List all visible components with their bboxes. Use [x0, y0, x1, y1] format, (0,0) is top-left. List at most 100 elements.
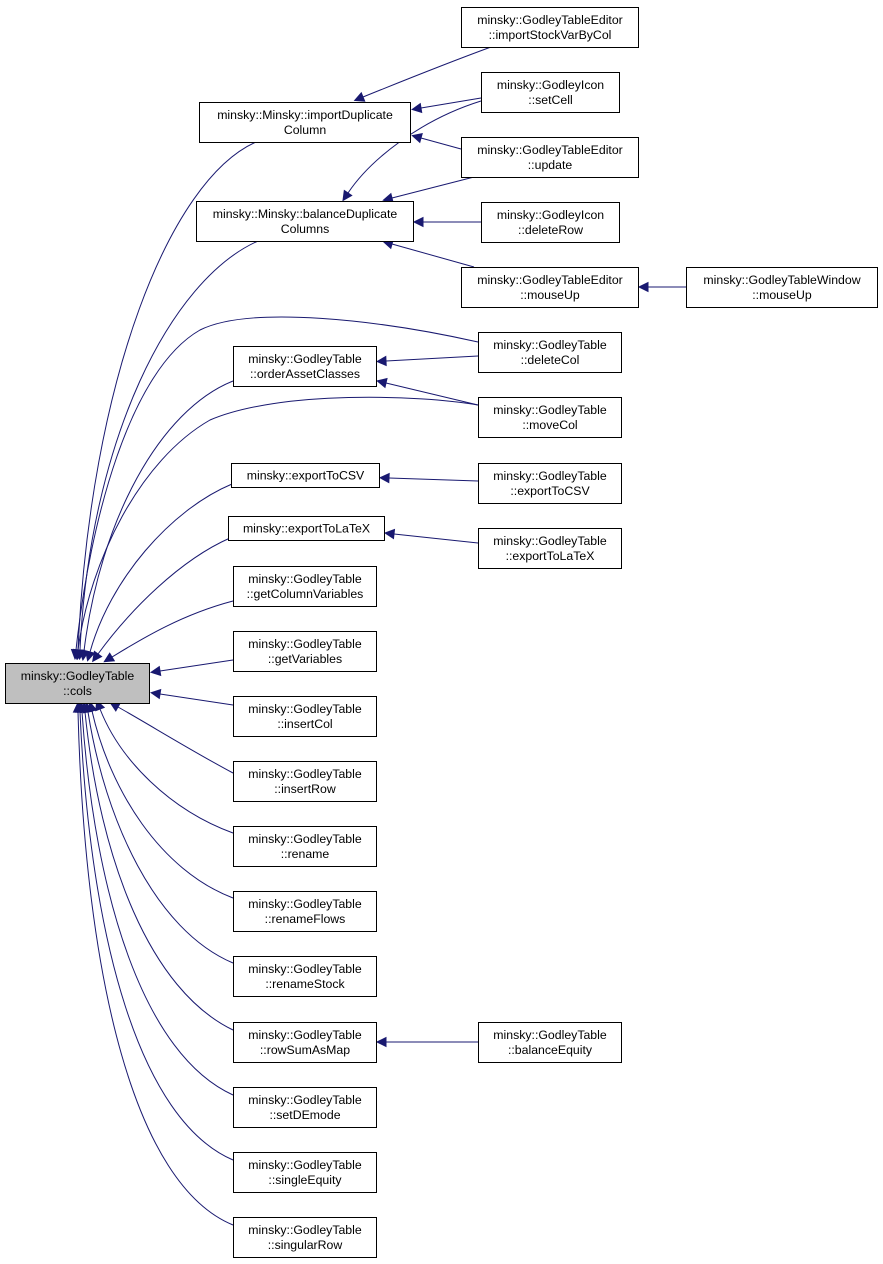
node-gtMoveCol[interactable]: minsky::GodleyTable::moveCol	[478, 397, 622, 438]
node-box[interactable]	[478, 463, 622, 504]
node-label-line: minsky::GodleyTableWindow	[703, 273, 860, 287]
node-insertCol[interactable]: minsky::GodleyTable::insertCol	[233, 696, 377, 737]
edge-exportToCSV-to-cols	[85, 483, 233, 662]
edge-insertCol-to-cols	[149, 688, 234, 706]
edge-line	[77, 396, 479, 651]
node-box[interactable]	[233, 631, 377, 672]
node-box[interactable]	[478, 528, 622, 569]
node-getColumnVariables[interactable]: minsky::GodleyTable::getColumnVariables	[233, 566, 377, 607]
edge-gteImportStockVarByCol-to-importDuplicateColumn	[353, 46, 492, 102]
node-giDeleteRow[interactable]: minsky::GodleyIcon::deleteRow	[481, 202, 620, 243]
node-cols[interactable]: minsky::GodleyTable::cols	[5, 663, 150, 704]
node-box[interactable]	[478, 1022, 622, 1063]
node-box[interactable]	[233, 346, 377, 387]
node-label-line: minsky::Minsky::importDuplicate	[217, 108, 393, 122]
node-label-line: ::update	[528, 158, 573, 172]
node-label-line: ::mouseUp	[752, 288, 812, 302]
node-label-line: minsky::GodleyIcon	[497, 208, 604, 222]
edge-gtwMouseUp-to-gteMouseUp	[637, 281, 686, 293]
edge-gtExportToLaTeX-to-exportToLaTeX	[383, 528, 479, 544]
function-nodes: minsky::GodleyTable::cols minsky::Minsky:…	[5, 7, 878, 1258]
node-label-line: minsky::GodleyTable	[248, 962, 362, 976]
node-renameStock[interactable]: minsky::GodleyTable::renameStock	[233, 956, 377, 997]
node-orderAssetClasses[interactable]: minsky::GodleyTable::orderAssetClasses	[233, 346, 377, 387]
node-rowSumAsMap[interactable]: minsky::GodleyTable::rowSumAsMap	[233, 1022, 377, 1063]
node-exportToLaTeX[interactable]: minsky::exportToLaTeX	[228, 516, 385, 541]
node-box[interactable]	[461, 267, 639, 308]
edge-gteUpdate-to-importDuplicateColumn	[411, 133, 462, 150]
node-giSetCell[interactable]: minsky::GodleyIcon::setCell	[481, 72, 620, 113]
edge-line	[97, 537, 231, 655]
node-box[interactable]	[478, 397, 622, 438]
node-setDEmode[interactable]: minsky::GodleyTable::setDEmode	[233, 1087, 377, 1128]
node-label-line: ::cols	[63, 684, 92, 698]
node-box[interactable]	[233, 956, 377, 997]
node-label-line: Column	[284, 123, 327, 137]
node-rename[interactable]: minsky::GodleyTable::rename	[233, 826, 377, 867]
node-gteUpdate[interactable]: minsky::GodleyTableEditor::update	[461, 137, 639, 178]
node-label-line: minsky::GodleyTable	[248, 897, 362, 911]
node-label-line: ::mouseUp	[520, 288, 580, 302]
node-box[interactable]	[233, 761, 377, 802]
node-exportToCSV[interactable]: minsky::exportToCSV	[231, 463, 380, 488]
edge-balanceDuplicateColumns-to-cols	[74, 240, 259, 661]
edge-insertRow-to-cols	[109, 702, 234, 774]
node-box[interactable]	[481, 202, 620, 243]
edge-rowSumAsMap-to-cols	[79, 701, 234, 1031]
node-gtBalanceEquity[interactable]: minsky::GodleyTable::balanceEquity	[478, 1022, 622, 1063]
node-label-line: ::insertRow	[274, 782, 336, 796]
node-box[interactable]	[231, 463, 380, 488]
node-box[interactable]	[233, 1217, 377, 1258]
node-box[interactable]	[233, 1087, 377, 1128]
arrowhead-icon	[378, 472, 390, 484]
node-gtExportToLaTeX[interactable]: minsky::GodleyTable::exportToLaTeX	[478, 528, 622, 569]
node-box[interactable]	[5, 663, 150, 704]
edge-rename-to-cols	[95, 699, 234, 834]
node-box[interactable]	[233, 1152, 377, 1193]
node-box[interactable]	[228, 516, 385, 541]
node-gteImportStockVarByCol[interactable]: minsky::GodleyTableEditor::importStockVa…	[461, 7, 639, 48]
edge-line	[391, 243, 475, 268]
node-box[interactable]	[199, 102, 411, 143]
node-box[interactable]	[233, 826, 377, 867]
node-gtwMouseUp[interactable]: minsky::GodleyTableWindow::mouseUp	[686, 267, 878, 308]
node-label-line: ::singularRow	[268, 1238, 343, 1252]
node-label-line: Columns	[281, 222, 330, 236]
node-label-line: ::exportToCSV	[510, 484, 590, 498]
node-box[interactable]	[686, 267, 878, 308]
arrowhead-icon	[375, 355, 387, 367]
edge-line	[77, 711, 234, 1226]
node-gtDeleteCol[interactable]: minsky::GodleyTable::deleteCol	[478, 332, 622, 373]
node-box[interactable]	[196, 201, 414, 242]
node-box[interactable]	[481, 72, 620, 113]
node-box[interactable]	[233, 696, 377, 737]
edge-line	[111, 600, 234, 658]
node-label-line: ::rowSumAsMap	[260, 1043, 350, 1057]
arrowhead-icon	[92, 650, 103, 663]
node-label-line: ::renameFlows	[265, 912, 346, 926]
edge-line	[79, 240, 259, 651]
node-box[interactable]	[461, 7, 639, 48]
node-label-line: ::singleEquity	[268, 1173, 342, 1187]
node-box[interactable]	[233, 891, 377, 932]
edge-gtMoveCol-to-orderAssetClasses	[376, 377, 479, 406]
edge-exportToLaTeX-to-cols	[92, 537, 231, 663]
node-label-line: minsky::GodleyTable	[493, 338, 607, 352]
node-gteMouseUp[interactable]: minsky::GodleyTableEditor::mouseUp	[461, 267, 639, 308]
node-box[interactable]	[233, 1022, 377, 1063]
node-getVariables[interactable]: minsky::GodleyTable::getVariables	[233, 631, 377, 672]
node-box[interactable]	[461, 137, 639, 178]
node-box[interactable]	[233, 566, 377, 607]
node-label-line: minsky::GodleyIcon	[497, 78, 604, 92]
node-gtExportToCSV[interactable]: minsky::GodleyTable::exportToCSV	[478, 463, 622, 504]
node-label-line: ::deleteRow	[518, 223, 583, 237]
node-renameFlows[interactable]: minsky::GodleyTable::renameFlows	[233, 891, 377, 932]
node-box[interactable]	[478, 332, 622, 373]
node-singleEquity[interactable]: minsky::GodleyTable::singleEquity	[233, 1152, 377, 1193]
node-singularRow[interactable]: minsky::GodleyTable::singularRow	[233, 1217, 377, 1258]
node-label-line: ::importStockVarByCol	[489, 28, 612, 42]
node-insertRow[interactable]: minsky::GodleyTable::insertRow	[233, 761, 377, 802]
